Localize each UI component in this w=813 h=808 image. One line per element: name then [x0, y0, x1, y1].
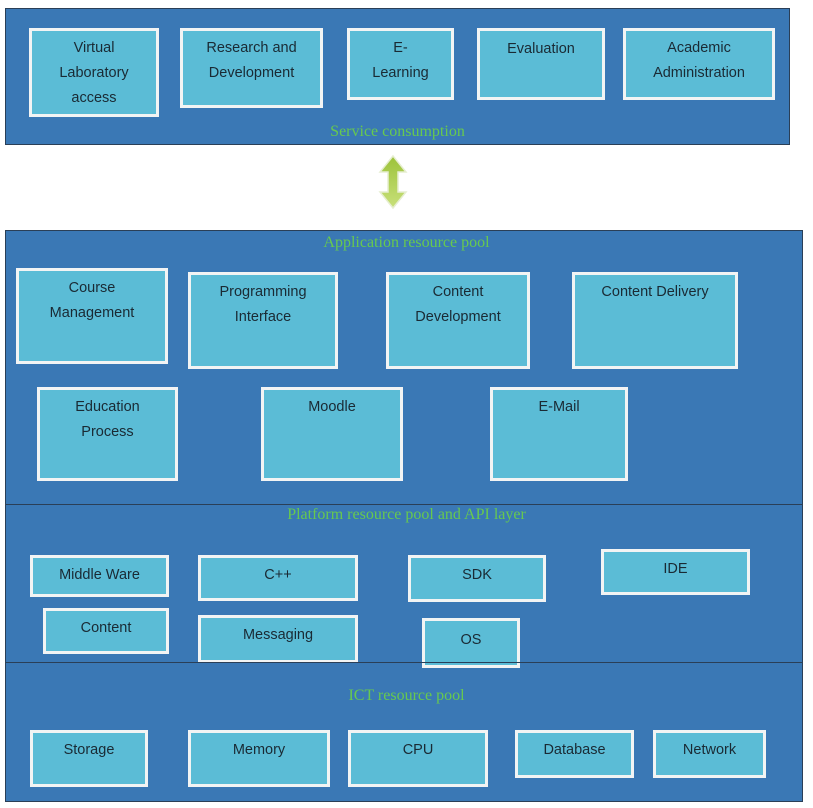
ict-box-cpu: CPU — [348, 730, 488, 787]
service-box-research-development: Research and Development — [180, 28, 323, 108]
platform-box-messaging: Messaging — [198, 615, 358, 663]
ict-box-memory: Memory — [188, 730, 330, 787]
service-box-academic-administration: Academic Administration — [623, 28, 775, 100]
bidirectional-arrow-icon — [378, 154, 408, 210]
app-box-course-management: Course Management — [16, 268, 168, 364]
ict-box-database: Database — [515, 730, 634, 778]
service-box-e-learning: E- Learning — [347, 28, 454, 100]
ict-box-storage: Storage — [30, 730, 148, 787]
app-box-programming-interface: Programming Interface — [188, 272, 338, 369]
platform-box-sdk: SDK — [408, 555, 546, 602]
platform-box-middle-ware: Middle Ware — [30, 555, 169, 597]
platform-resource-pool-label: Platform resource pool and API layer — [287, 506, 526, 523]
platform-box-ide: IDE — [601, 549, 750, 595]
platform-box-os: OS — [422, 618, 520, 668]
app-box-education-process: Education Process — [37, 387, 178, 481]
application-resource-pool-label: Application resource pool — [323, 234, 490, 251]
app-box-e-mail: E-Mail — [490, 387, 628, 481]
platform-box-cpp: C++ — [198, 555, 358, 601]
app-box-content-delivery: Content Delivery — [572, 272, 738, 369]
app-box-moodle: Moodle — [261, 387, 403, 481]
ict-resource-pool-label: ICT resource pool — [348, 687, 465, 704]
ict-box-network: Network — [653, 730, 766, 778]
service-box-evaluation: Evaluation — [477, 28, 605, 100]
platform-box-content: Content — [43, 608, 169, 654]
divider-platform-ict — [5, 662, 803, 663]
service-box-virtual-laboratory: Virtual Laboratory access — [29, 28, 159, 117]
service-consumption-label: Service consumption — [330, 123, 465, 140]
divider-application-platform — [5, 504, 803, 505]
app-box-content-development: Content Development — [386, 272, 530, 369]
